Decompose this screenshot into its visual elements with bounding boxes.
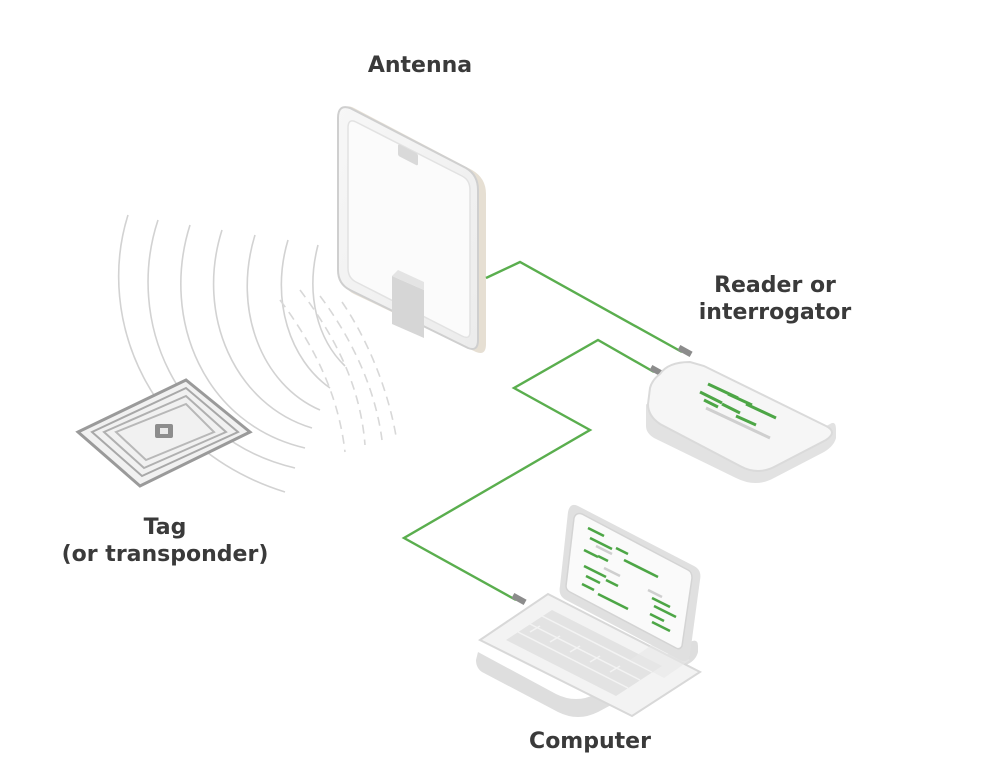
reader-label-line1: Reader or — [714, 273, 836, 298]
tag-label-line2: (or transponder) — [61, 542, 269, 567]
reader-computer-cable — [401, 338, 655, 602]
reader-icon — [646, 360, 836, 483]
antenna-reader-cable — [485, 260, 683, 354]
antenna-label: Antenna — [367, 53, 473, 78]
cables — [401, 260, 683, 602]
radio-waves-dashed — [279, 289, 397, 453]
reader-display-lines — [699, 382, 777, 427]
radio-waves — [117, 214, 346, 493]
tag-icon — [75, 378, 253, 488]
reader-label: Reader or interrogator — [680, 272, 870, 326]
reader-label-line2: interrogator — [698, 300, 852, 325]
computer-icon — [476, 504, 702, 718]
computer-label: Computer — [529, 729, 651, 754]
antenna-icon — [337, 106, 486, 353]
computer-screen-code — [581, 526, 677, 633]
tag-label-line1: Tag — [143, 515, 187, 540]
tag-label: Tag (or transponder) — [40, 514, 290, 568]
